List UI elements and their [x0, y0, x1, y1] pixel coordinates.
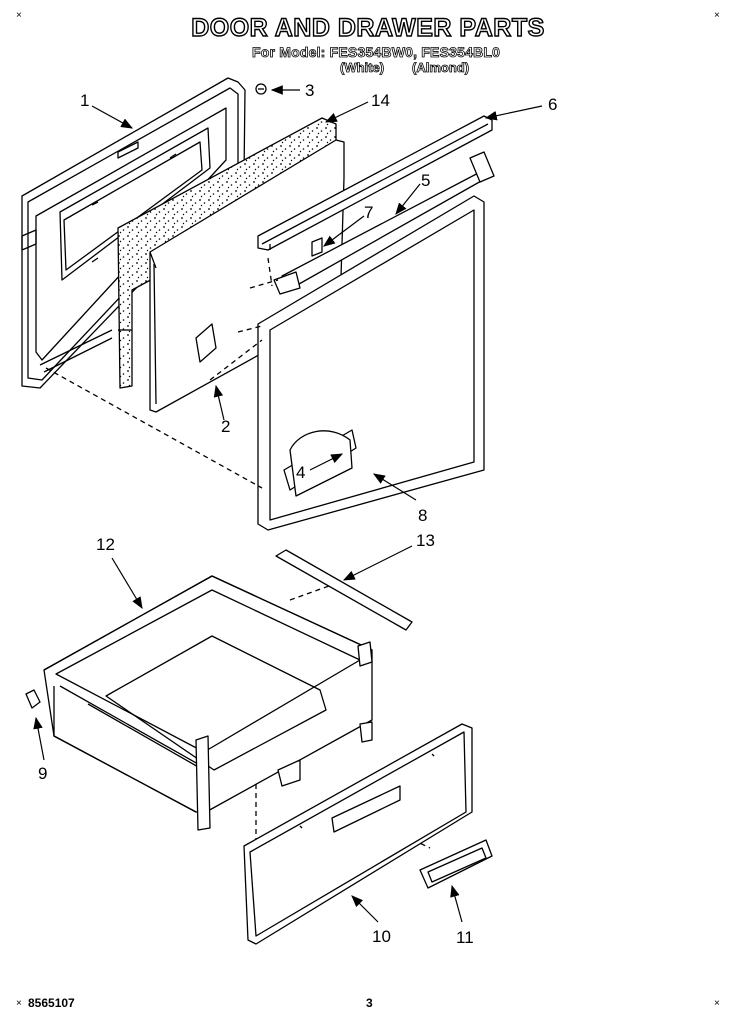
screw — [255, 83, 267, 95]
page-title: DOOR AND DRAWER PARTS — [191, 13, 545, 42]
drawer-clip — [25, 689, 41, 709]
drawer-handle — [419, 839, 493, 889]
color-almond-label: (Almond) — [412, 60, 470, 76]
callout-11: 11 — [456, 928, 474, 947]
drawer-body — [43, 575, 373, 831]
door-clip — [311, 237, 323, 257]
callout-13: 13 — [416, 531, 435, 550]
callout-3: 3 — [305, 81, 314, 100]
window-frame — [257, 195, 485, 531]
callout-7: 7 — [364, 203, 373, 222]
callout-2: 2 — [221, 417, 230, 436]
callout-14: 14 — [371, 91, 390, 110]
callout-8: 8 — [418, 506, 427, 525]
registration-mark: × — [714, 998, 720, 1009]
part-code: 8565107 — [28, 996, 75, 1010]
callout-4: 4 — [296, 463, 305, 482]
color-white-label: (White) — [340, 60, 385, 76]
drawer-front — [243, 723, 473, 945]
callout-6: 6 — [548, 95, 557, 114]
registration-mark: × — [714, 10, 720, 21]
callout-9: 9 — [38, 764, 47, 783]
callout-leaders — [33, 85, 543, 923]
door-trim — [273, 151, 495, 295]
callout-10: 10 — [372, 927, 391, 946]
registration-mark: × — [16, 998, 22, 1009]
callout-12: 12 — [96, 535, 115, 554]
drawer-rail — [275, 549, 413, 631]
registration-mark: × — [16, 10, 22, 21]
callout-1: 1 — [80, 91, 89, 110]
page-number: 3 — [366, 996, 373, 1010]
model-line: For Model: FES354BW0, FES354BL0 — [252, 44, 501, 61]
callout-5: 5 — [421, 171, 430, 190]
door-handle — [257, 115, 493, 251]
